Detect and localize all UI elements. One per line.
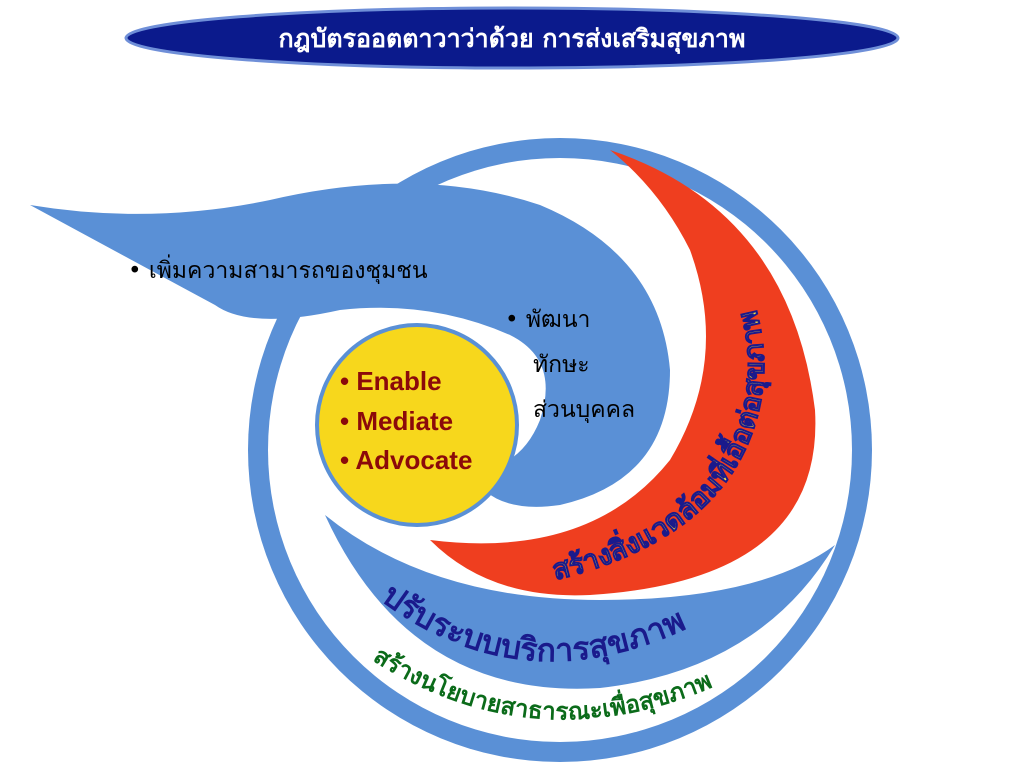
center-item-mediate: • Mediate <box>340 406 453 436</box>
center-item-enable: • Enable <box>340 366 442 396</box>
skills-line-2: ทักษะ <box>533 352 590 378</box>
center-list: • Enable • Mediate • Advocate <box>340 366 472 475</box>
community-swoosh <box>30 183 670 507</box>
title-ellipse <box>124 6 900 70</box>
skills-label: • พัฒนา ทักษะ ส่วนบุคคล <box>505 307 635 423</box>
services-band <box>325 515 835 689</box>
center-circle <box>315 323 519 527</box>
title-banner: กฎบัตรออตตาวาว่าด้วย การส่งเสริมสุขภาพ <box>124 6 900 70</box>
skills-line-3: ส่วนบุคคล <box>533 397 635 423</box>
center-item-advocate: • Advocate <box>340 445 472 475</box>
title-text: กฎบัตรออตตาวาว่าด้วย การส่งเสริมสุขภาพ <box>279 24 746 55</box>
environment-crescent <box>430 150 816 596</box>
community-label: • เพิ่มความสามารถของชุมชน <box>128 254 428 284</box>
skills-line-1: • พัฒนา <box>505 307 590 333</box>
